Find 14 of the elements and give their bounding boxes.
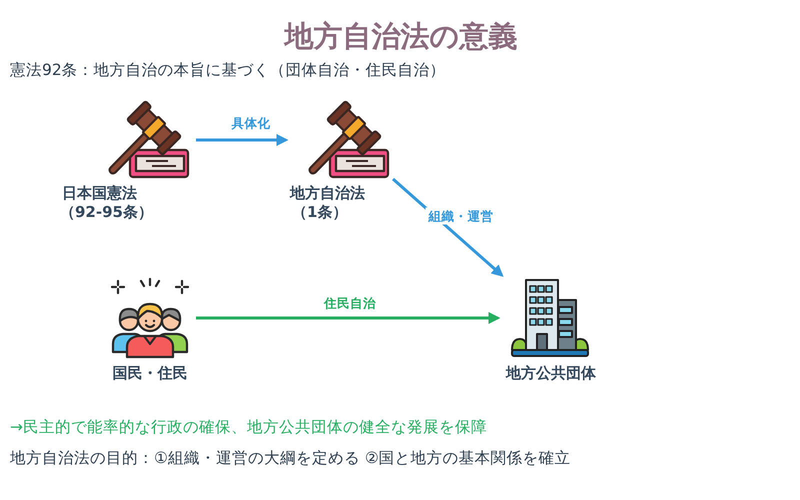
note-text: →民主的で能率的な行政の確保、地方公共団体の健全な発展を保障 [10, 417, 487, 437]
arrow [196, 134, 288, 146]
edge-label: 住民自治 [321, 294, 379, 312]
node-label: 地方自治法 [290, 184, 365, 202]
subtitle: 憲法92条：地方自治の本旨に基づく（団体自治・住民自治） [10, 60, 446, 80]
node-label: （92-95条） [60, 203, 153, 221]
title: 地方自治法の意義 [284, 18, 518, 54]
node-label: （1条） [292, 203, 348, 221]
note-text: 地方自治法の目的：①組織・運営の大綱を定める ②国と地方の基本関係を確立 [10, 448, 571, 468]
arrow [196, 312, 500, 324]
node-label: 日本国憲法 [62, 184, 137, 202]
node-label: 地方公共団体 [506, 364, 596, 382]
node-label: 国民・住民 [112, 364, 188, 382]
edge-label: 具体化 [228, 114, 274, 132]
